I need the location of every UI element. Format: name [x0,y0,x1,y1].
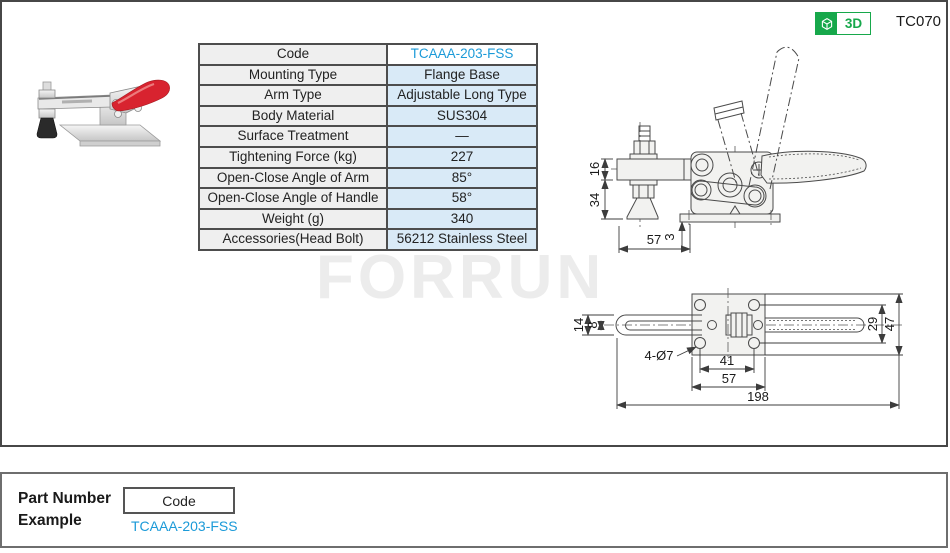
spindle-assembly [626,125,659,220]
dim-3: 3 [662,233,677,240]
side-view-drawing: 16 34 57 3 [587,46,867,253]
dim-29: 29 [865,317,880,331]
spec-label: Weight (g) [198,207,388,231]
badge-3d-label: 3D [844,16,863,31]
table-row: Tightening Force (kg) 227 [198,145,538,169]
spec-value: 227 [386,145,538,169]
table-row: Weight (g) 340 [198,207,538,231]
arm-bar [616,158,694,181]
spec-label: Surface Treatment [198,125,388,148]
table-row: Mounting Type Flange Base [198,63,538,87]
spec-table: Code TCAAA-203-FSS Mounting Type Flange … [198,43,538,251]
top-view-drawing: 14 8 4-Ø7 41 57 198 29 [574,288,904,409]
spec-value: 85° [386,166,538,190]
handle-open-phantom [713,46,800,190]
view-3d-button[interactable]: 3D [815,12,871,35]
watermark: FORRUN [316,243,606,312]
mounting-holes [694,288,760,361]
dim-198: 198 [747,389,769,404]
arm-top [615,314,702,336]
rivets [690,153,768,208]
rubber-tip-drawing [626,197,659,220]
spec-value-code: TCAAA-203-FSS [386,43,538,66]
part-number-title: Part Number Example [18,488,111,533]
example-code-value: TCAAA-203-FSS [131,518,238,534]
clamp-spindle [36,81,58,139]
spec-label: Body Material [198,104,388,128]
dim-8: 8 [585,321,600,328]
dim-57-top: 57 [722,371,736,386]
handle-closed [760,150,867,184]
table-row: Open-Close Angle of Handle 58° [198,187,538,210]
table-row: Arm Type Adjustable Long Type [198,84,538,107]
table-row: Code TCAAA-203-FSS [198,43,538,66]
side-dimensions: 16 34 57 3 [587,158,691,253]
part-number-panel: Part Number Example Code TCAAA-203-FSS [0,472,948,548]
dim-34: 34 [587,193,602,207]
table-row: Open-Close Angle of Arm 85° [198,166,538,190]
spec-label: Code [198,43,388,66]
top-dimensions: 14 8 4-Ø7 41 57 198 29 [574,293,903,409]
table-row: Body Material SUS304 [198,104,538,128]
part-number-title-line1: Part Number [18,490,112,507]
spec-value: Adjustable Long Type [386,84,538,107]
spec-label: Open-Close Angle of Arm [198,166,388,190]
table-row: Surface Treatment — [198,125,538,148]
spec-label: Mounting Type [198,63,388,87]
product-code: TC070 [896,13,942,30]
spec-value: 340 [386,207,538,231]
dim-57: 57 [647,232,661,247]
holes-label: 4-Ø7 [645,348,674,363]
spec-value: Flange Base [386,63,538,87]
spec-value: — [386,125,538,148]
clamp-red-handle [111,79,170,112]
spec-value: SUS304 [386,104,538,128]
handle-top [765,317,865,333]
part-number-title-line2: Example [18,512,82,530]
dim-47: 47 [882,317,897,331]
dim-16: 16 [587,162,602,176]
clamp-arm-bar [37,94,113,110]
spec-value: 56212 Stainless Steel [386,228,538,251]
rubber-tip [36,117,58,139]
center-mechanism [707,312,763,338]
spec-label: Arm Type [198,84,388,107]
dim-41: 41 [720,353,734,368]
spec-label: Accessories(Head Bolt) [198,228,388,251]
spec-label: Open-Close Angle of Handle [198,187,388,210]
spec-label: Tightening Force (kg) [198,145,388,169]
main-panel: FORRUN [0,0,948,447]
cube-3d-icon [816,13,837,34]
code-field-box: Code [123,487,235,514]
flange-plate [691,288,766,361]
spec-value: 58° [386,187,538,210]
table-row: Accessories(Head Bolt) 56212 Stainless S… [198,228,538,251]
product-photo [36,79,170,147]
dim-14: 14 [574,318,586,332]
